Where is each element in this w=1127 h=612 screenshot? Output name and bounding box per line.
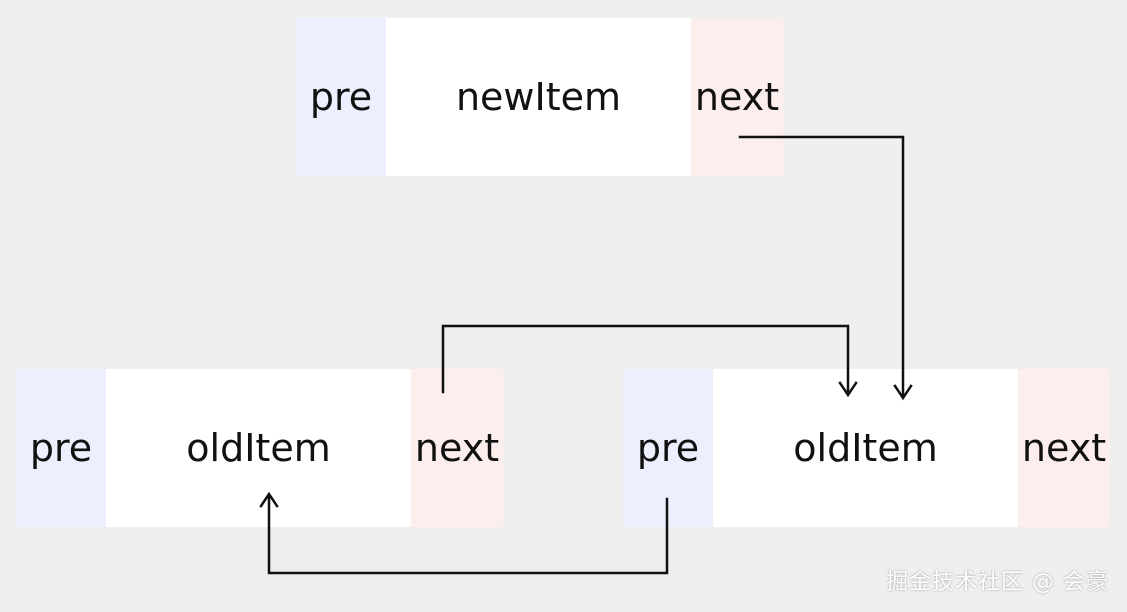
- old-item-left-next-cell: next: [411, 369, 503, 527]
- old-item-left-label: oldItem: [106, 369, 411, 527]
- old-item-right-label: oldItem: [713, 369, 1018, 527]
- watermark-text: 掘金技术社区 @ 会豪: [886, 570, 1109, 595]
- old-item-left-node: pre oldItem next: [16, 369, 503, 527]
- new-item-label: newItem: [386, 18, 691, 176]
- old-item-right-node: pre oldItem next: [623, 369, 1110, 527]
- new-item-pre-cell: pre: [296, 18, 386, 176]
- new-item-next-cell: next: [691, 18, 783, 176]
- new-item-node: pre newItem next: [296, 18, 783, 176]
- old-item-right-next-cell: next: [1018, 369, 1110, 527]
- old-item-left-pre-cell: pre: [16, 369, 106, 527]
- old-item-right-pre-cell: pre: [623, 369, 713, 527]
